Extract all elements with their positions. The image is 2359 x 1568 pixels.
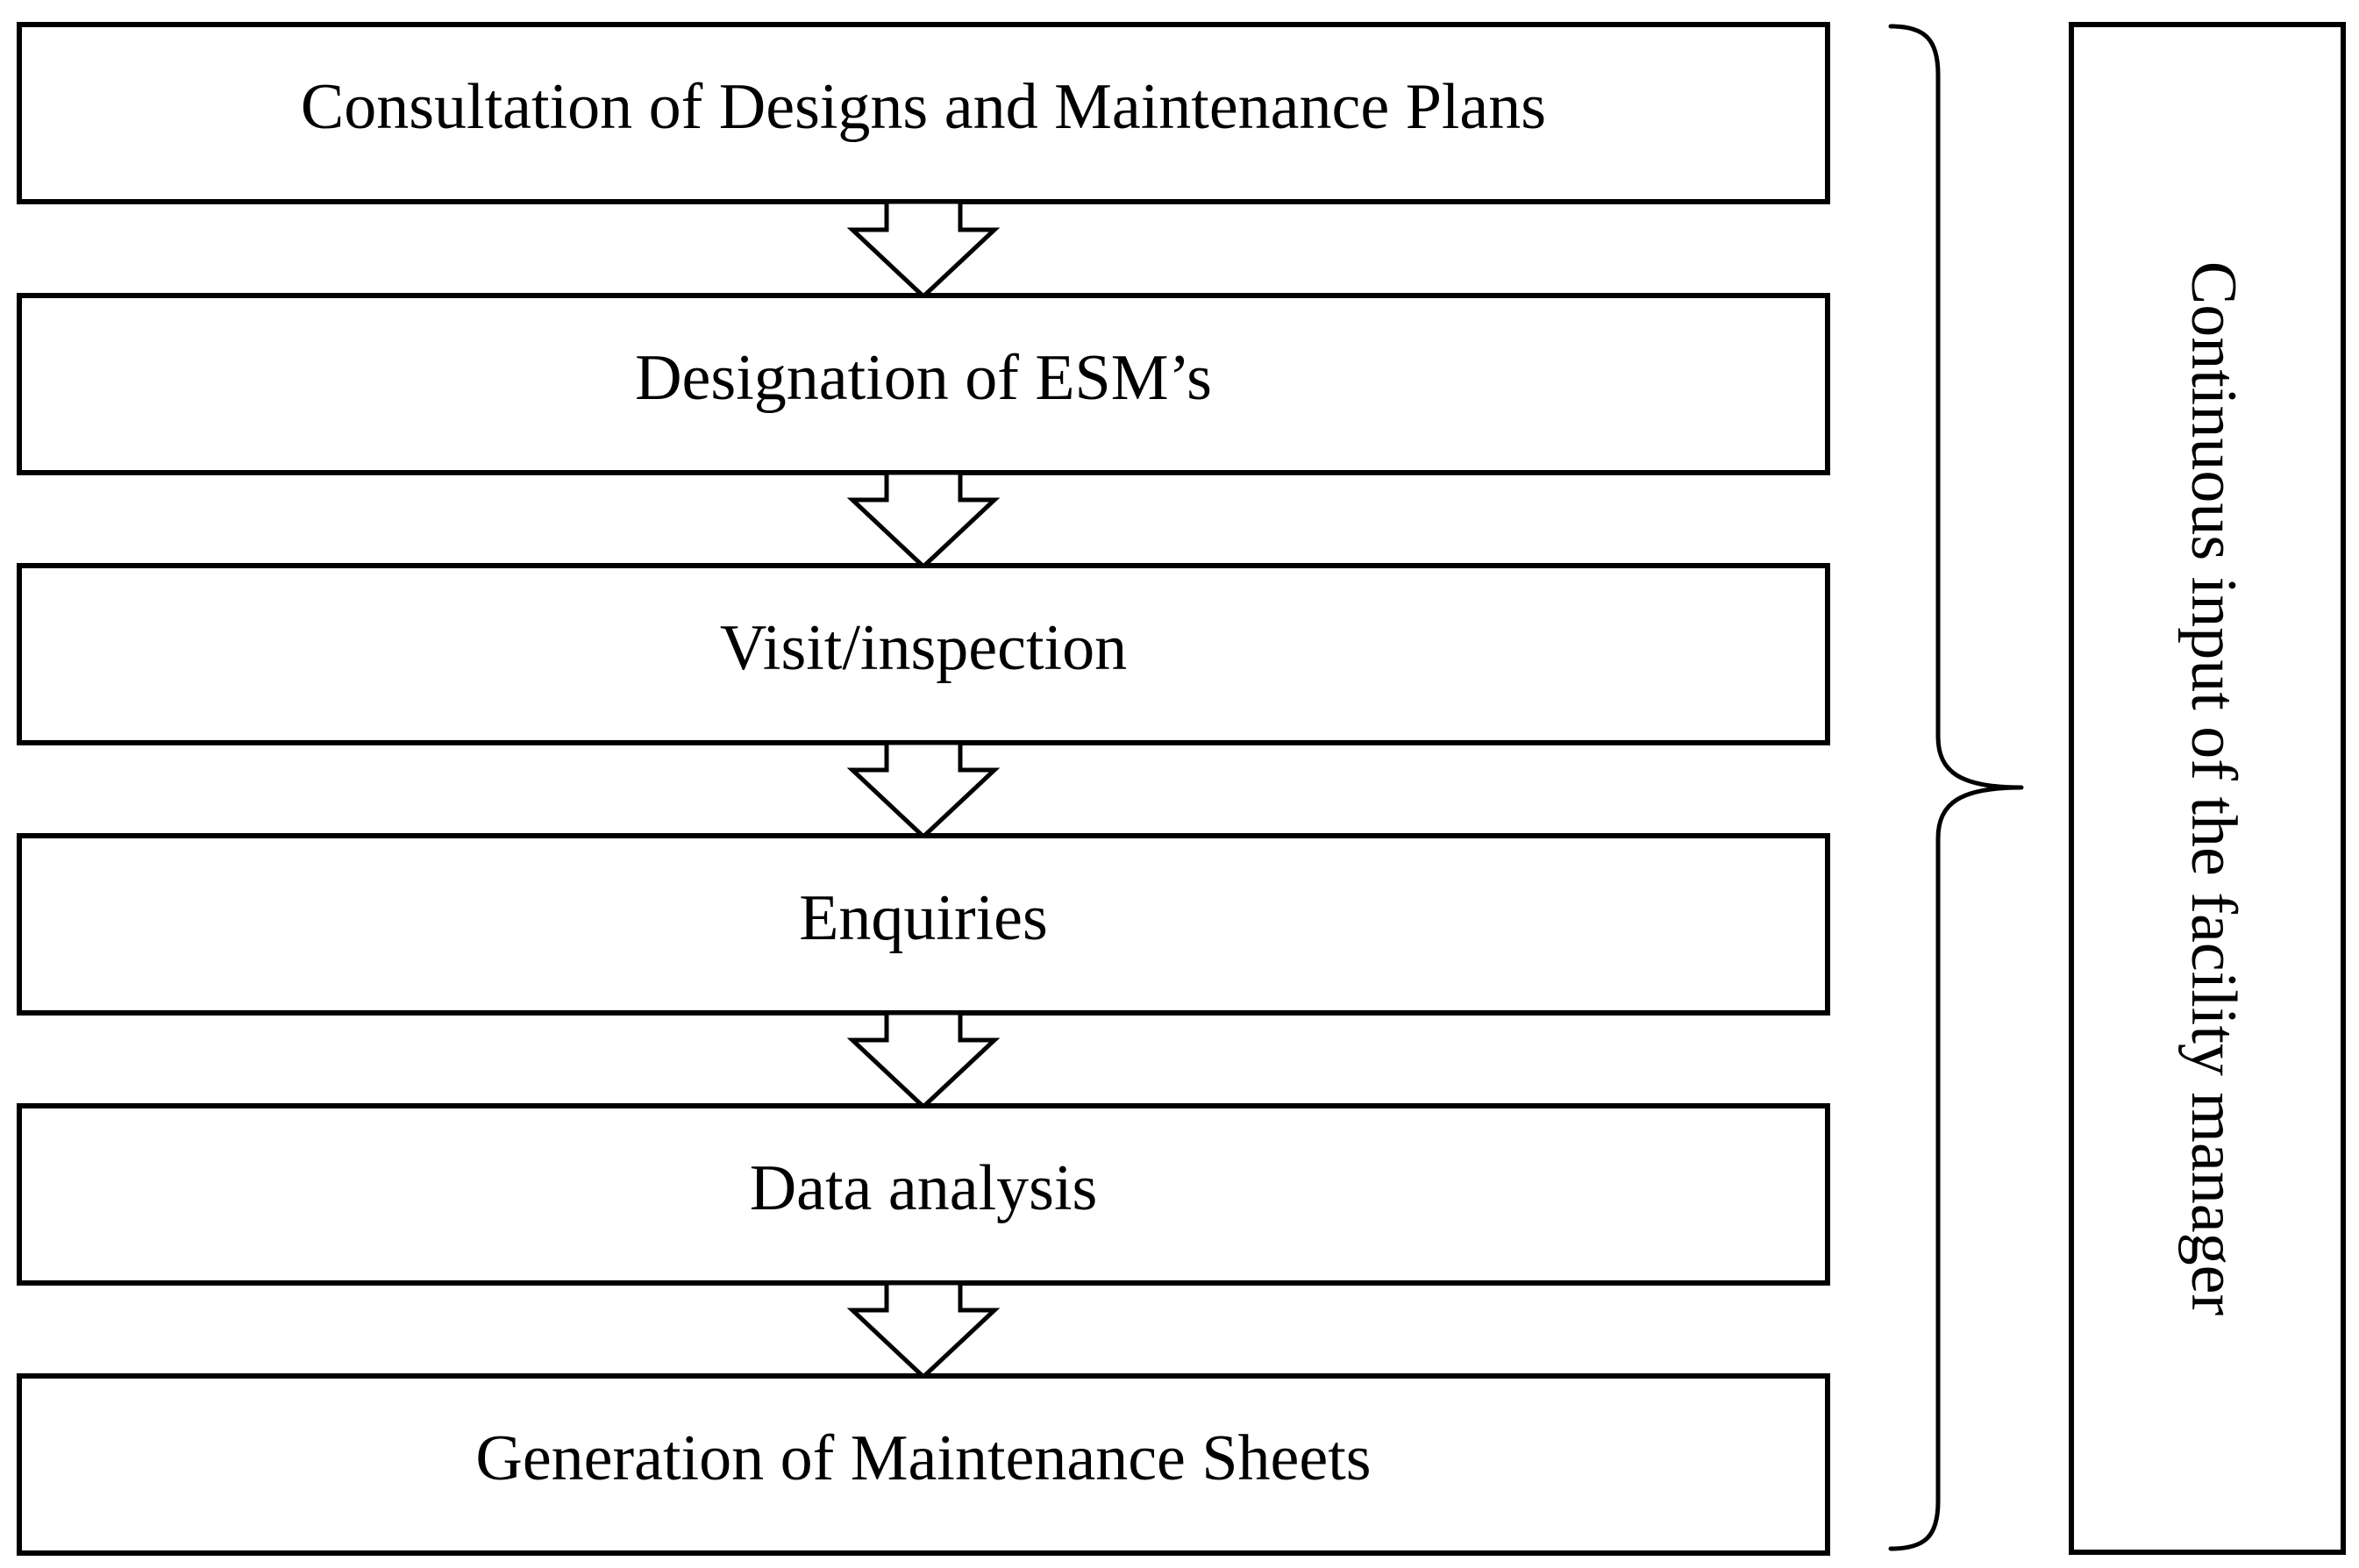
step-box-generation: Generation of Maintenance Sheets xyxy=(17,1373,1830,1556)
down-arrow-icon xyxy=(846,740,1001,840)
step-box-consultation: Consultation of Designs and Maintenance … xyxy=(17,22,1830,204)
step-label-data-analysis: Data analysis xyxy=(750,1152,1098,1224)
step-box-visit-inspection: Visit/inspection xyxy=(17,563,1830,745)
side-label-facility-manager: Continuous input of the facility manager xyxy=(2177,261,2249,1315)
down-arrow-icon xyxy=(846,1280,1001,1380)
step-label-designation: Designation of ESM’s xyxy=(635,342,1212,414)
down-arrow-icon xyxy=(846,1010,1001,1110)
step-label-generation: Generation of Maintenance Sheets xyxy=(475,1422,1371,1494)
step-box-enquiries: Enquiries xyxy=(17,833,1830,1016)
step-label-consultation: Consultation of Designs and Maintenance … xyxy=(301,71,1546,143)
step-box-data-analysis: Data analysis xyxy=(17,1103,1830,1286)
side-box-facility-manager: Continuous input of the facility manager xyxy=(2069,22,2346,1555)
step-label-enquiries: Enquiries xyxy=(799,882,1048,954)
step-box-designation: Designation of ESM’s xyxy=(17,293,1830,475)
down-arrow-icon xyxy=(846,199,1001,300)
step-label-visit-inspection: Visit/inspection xyxy=(720,612,1127,684)
curly-brace xyxy=(1888,24,2024,1551)
down-arrow-icon xyxy=(846,470,1001,570)
